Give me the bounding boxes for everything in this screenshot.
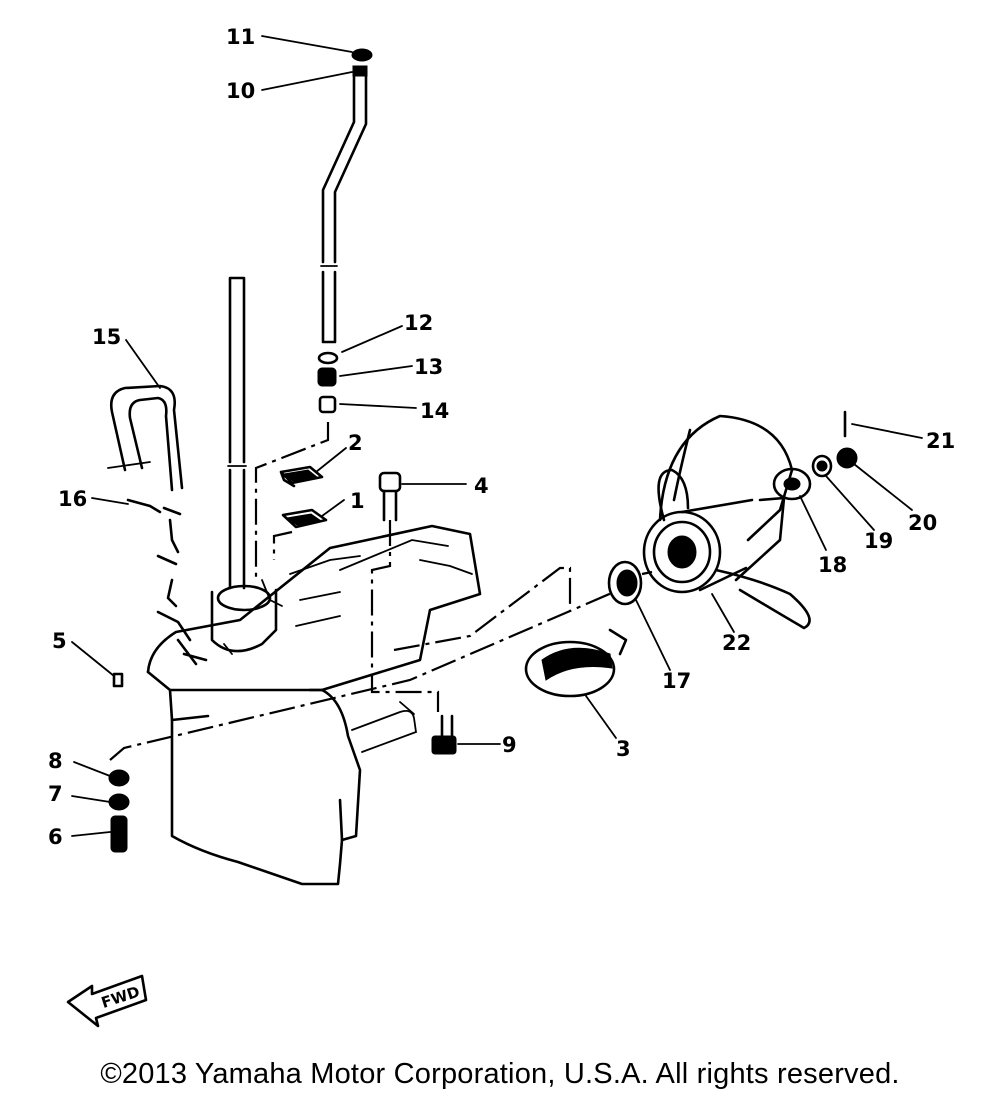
drain-plug-parts: [108, 769, 130, 853]
callout-21: 21: [926, 429, 955, 453]
callout-2: 2: [348, 431, 363, 455]
callout-1: 1: [350, 489, 365, 513]
callout-18: 18: [818, 553, 847, 577]
callout-20: 20: [908, 511, 937, 535]
callout-4: 4: [474, 474, 489, 498]
callout-19: 19: [864, 529, 893, 553]
lower-unit-housing: [146, 524, 482, 886]
callout-12: 12: [404, 311, 433, 335]
callout-5: 5: [52, 629, 67, 653]
dowel-pin: [112, 672, 124, 688]
callout-22: 22: [722, 631, 751, 655]
key-parts: [279, 465, 328, 529]
callout-15: 15: [92, 325, 121, 349]
callout-9: 9: [502, 733, 517, 757]
callout-6: 6: [48, 825, 63, 849]
copyright-notice: ©2013 Yamaha Motor Corporation, U.S.A. A…: [100, 1058, 900, 1090]
leader-lines: [71, 35, 923, 837]
shift-bracket: [107, 384, 184, 492]
callout-3: 3: [616, 737, 631, 761]
cotter-pins: [126, 498, 192, 642]
callout-17: 17: [662, 669, 691, 693]
callout-10: 10: [226, 79, 255, 103]
prop-hardware: [772, 410, 858, 501]
shift-rod-seal-parts: [317, 351, 339, 414]
drive-shaft: [227, 276, 247, 590]
callout-14: 14: [420, 399, 449, 423]
trim-tab-anode: [524, 628, 628, 698]
fwd-label: FWD: [99, 983, 142, 1012]
thrust-washer: [607, 560, 643, 606]
fwd-arrow: FWD: [66, 974, 148, 1028]
callout-labels: 1 2 3 4 5 6 7 8 9 10 11 12 13 14 15 16 1…: [48, 25, 955, 849]
callout-8: 8: [48, 749, 63, 773]
bolt-9: [431, 714, 457, 755]
shift-rod: [320, 48, 373, 344]
callout-13: 13: [414, 355, 443, 379]
propeller: [642, 414, 811, 630]
callout-16: 16: [58, 487, 87, 511]
bolt-4: [378, 471, 402, 522]
callout-11: 11: [226, 25, 255, 49]
assembly-lines: [109, 422, 653, 761]
callout-7: 7: [48, 782, 63, 806]
